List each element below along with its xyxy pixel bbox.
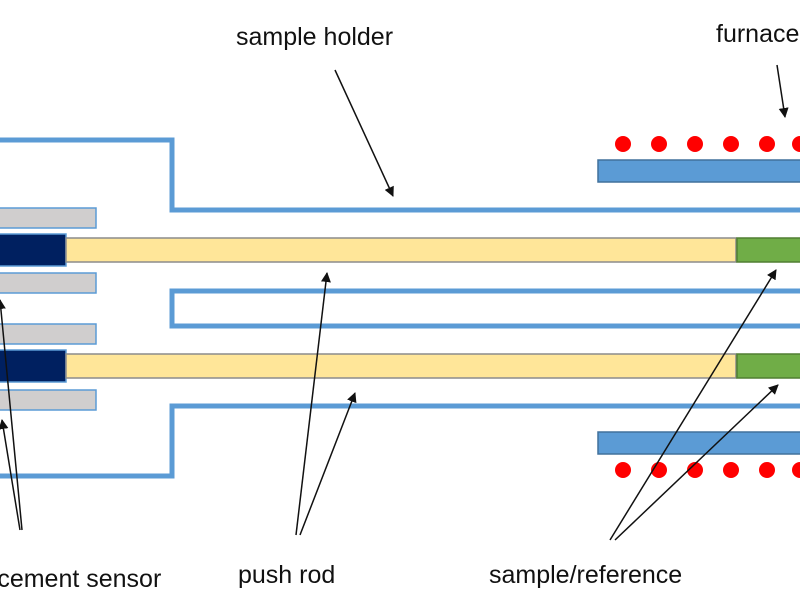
heater-dot <box>792 136 800 152</box>
heater-dot <box>723 462 739 478</box>
heater-coils-top <box>615 136 800 152</box>
push-rods <box>65 237 737 379</box>
arrow-reference-bottom <box>614 384 779 541</box>
sensor-core-top <box>0 233 67 267</box>
arrow-sample-holder <box>334 69 394 197</box>
sensor-guide-top-2 <box>0 272 97 294</box>
label-sample-reference: sample/reference <box>489 561 682 589</box>
label-displacement-sensor: displacement sensor <box>0 565 161 593</box>
arrow-furnace <box>776 64 789 118</box>
arrow-sensor-bottom <box>0 419 21 531</box>
displacement-sensor <box>0 207 97 411</box>
heater-dot <box>759 462 775 478</box>
heater-dot <box>792 462 800 478</box>
heater-dot <box>723 136 739 152</box>
heater-dot <box>615 136 631 152</box>
sample-holder-outer-wall <box>0 137 800 213</box>
sensor-guide-bottom-2 <box>0 389 97 411</box>
sensor-guide-top-1 <box>0 207 97 229</box>
sample-holder-inner-channel <box>169 288 800 329</box>
heater-dot <box>687 462 703 478</box>
sensor-guide-bottom-1 <box>0 323 97 345</box>
sample-top <box>736 237 800 263</box>
arrow-sample-top <box>609 269 777 541</box>
heater-dot <box>759 136 775 152</box>
heater-dot <box>615 462 631 478</box>
arrow-sensor-top <box>0 299 23 531</box>
furnace <box>597 136 800 478</box>
heater-dot <box>651 136 667 152</box>
heater-coils-bottom <box>615 462 800 478</box>
push-rod-top <box>65 237 737 263</box>
sample-holder-outer-wall-bottom <box>0 403 800 479</box>
label-sample-holder: sample holder <box>236 23 393 51</box>
furnace-plate-bottom <box>597 431 800 455</box>
samples <box>736 237 800 379</box>
furnace-plate-top <box>597 159 800 183</box>
label-push-rod: push rod <box>238 561 335 589</box>
sample-holder <box>0 137 800 479</box>
label-furnace: furnace <box>716 20 799 48</box>
annotation-arrows <box>0 64 789 541</box>
sensor-core-bottom <box>0 349 67 383</box>
arrow-push-rod-top <box>295 272 331 536</box>
heater-dot <box>687 136 703 152</box>
push-rod-bottom <box>65 353 737 379</box>
reference-bottom <box>736 353 800 379</box>
arrow-push-rod-bottom <box>299 392 357 536</box>
